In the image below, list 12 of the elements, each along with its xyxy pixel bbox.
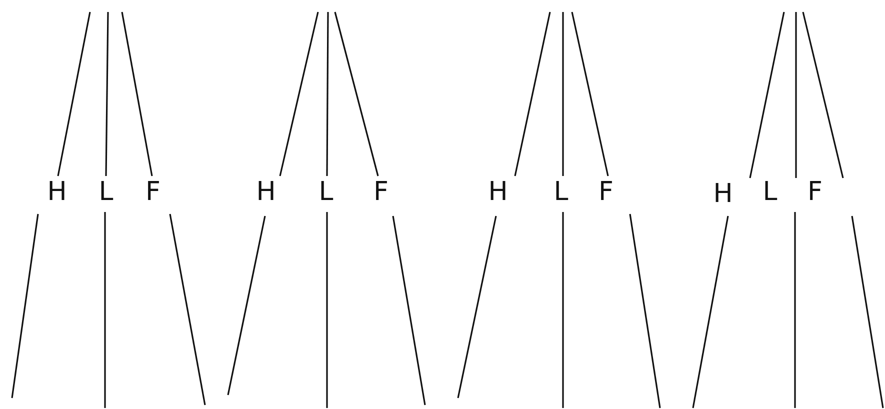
letter-label: H — [488, 179, 508, 205]
letter-label: F — [598, 179, 614, 205]
letter-label: F — [808, 179, 822, 205]
letter-label: H — [47, 179, 67, 205]
letter-label: L — [318, 179, 334, 205]
letter-label: L — [98, 179, 114, 205]
letter-label: H — [713, 181, 733, 207]
letter-label: F — [146, 179, 160, 205]
letter-label: L — [554, 179, 568, 205]
letter-label: L — [762, 179, 778, 205]
letter-label: H — [256, 179, 276, 205]
letter-label: F — [374, 179, 388, 205]
